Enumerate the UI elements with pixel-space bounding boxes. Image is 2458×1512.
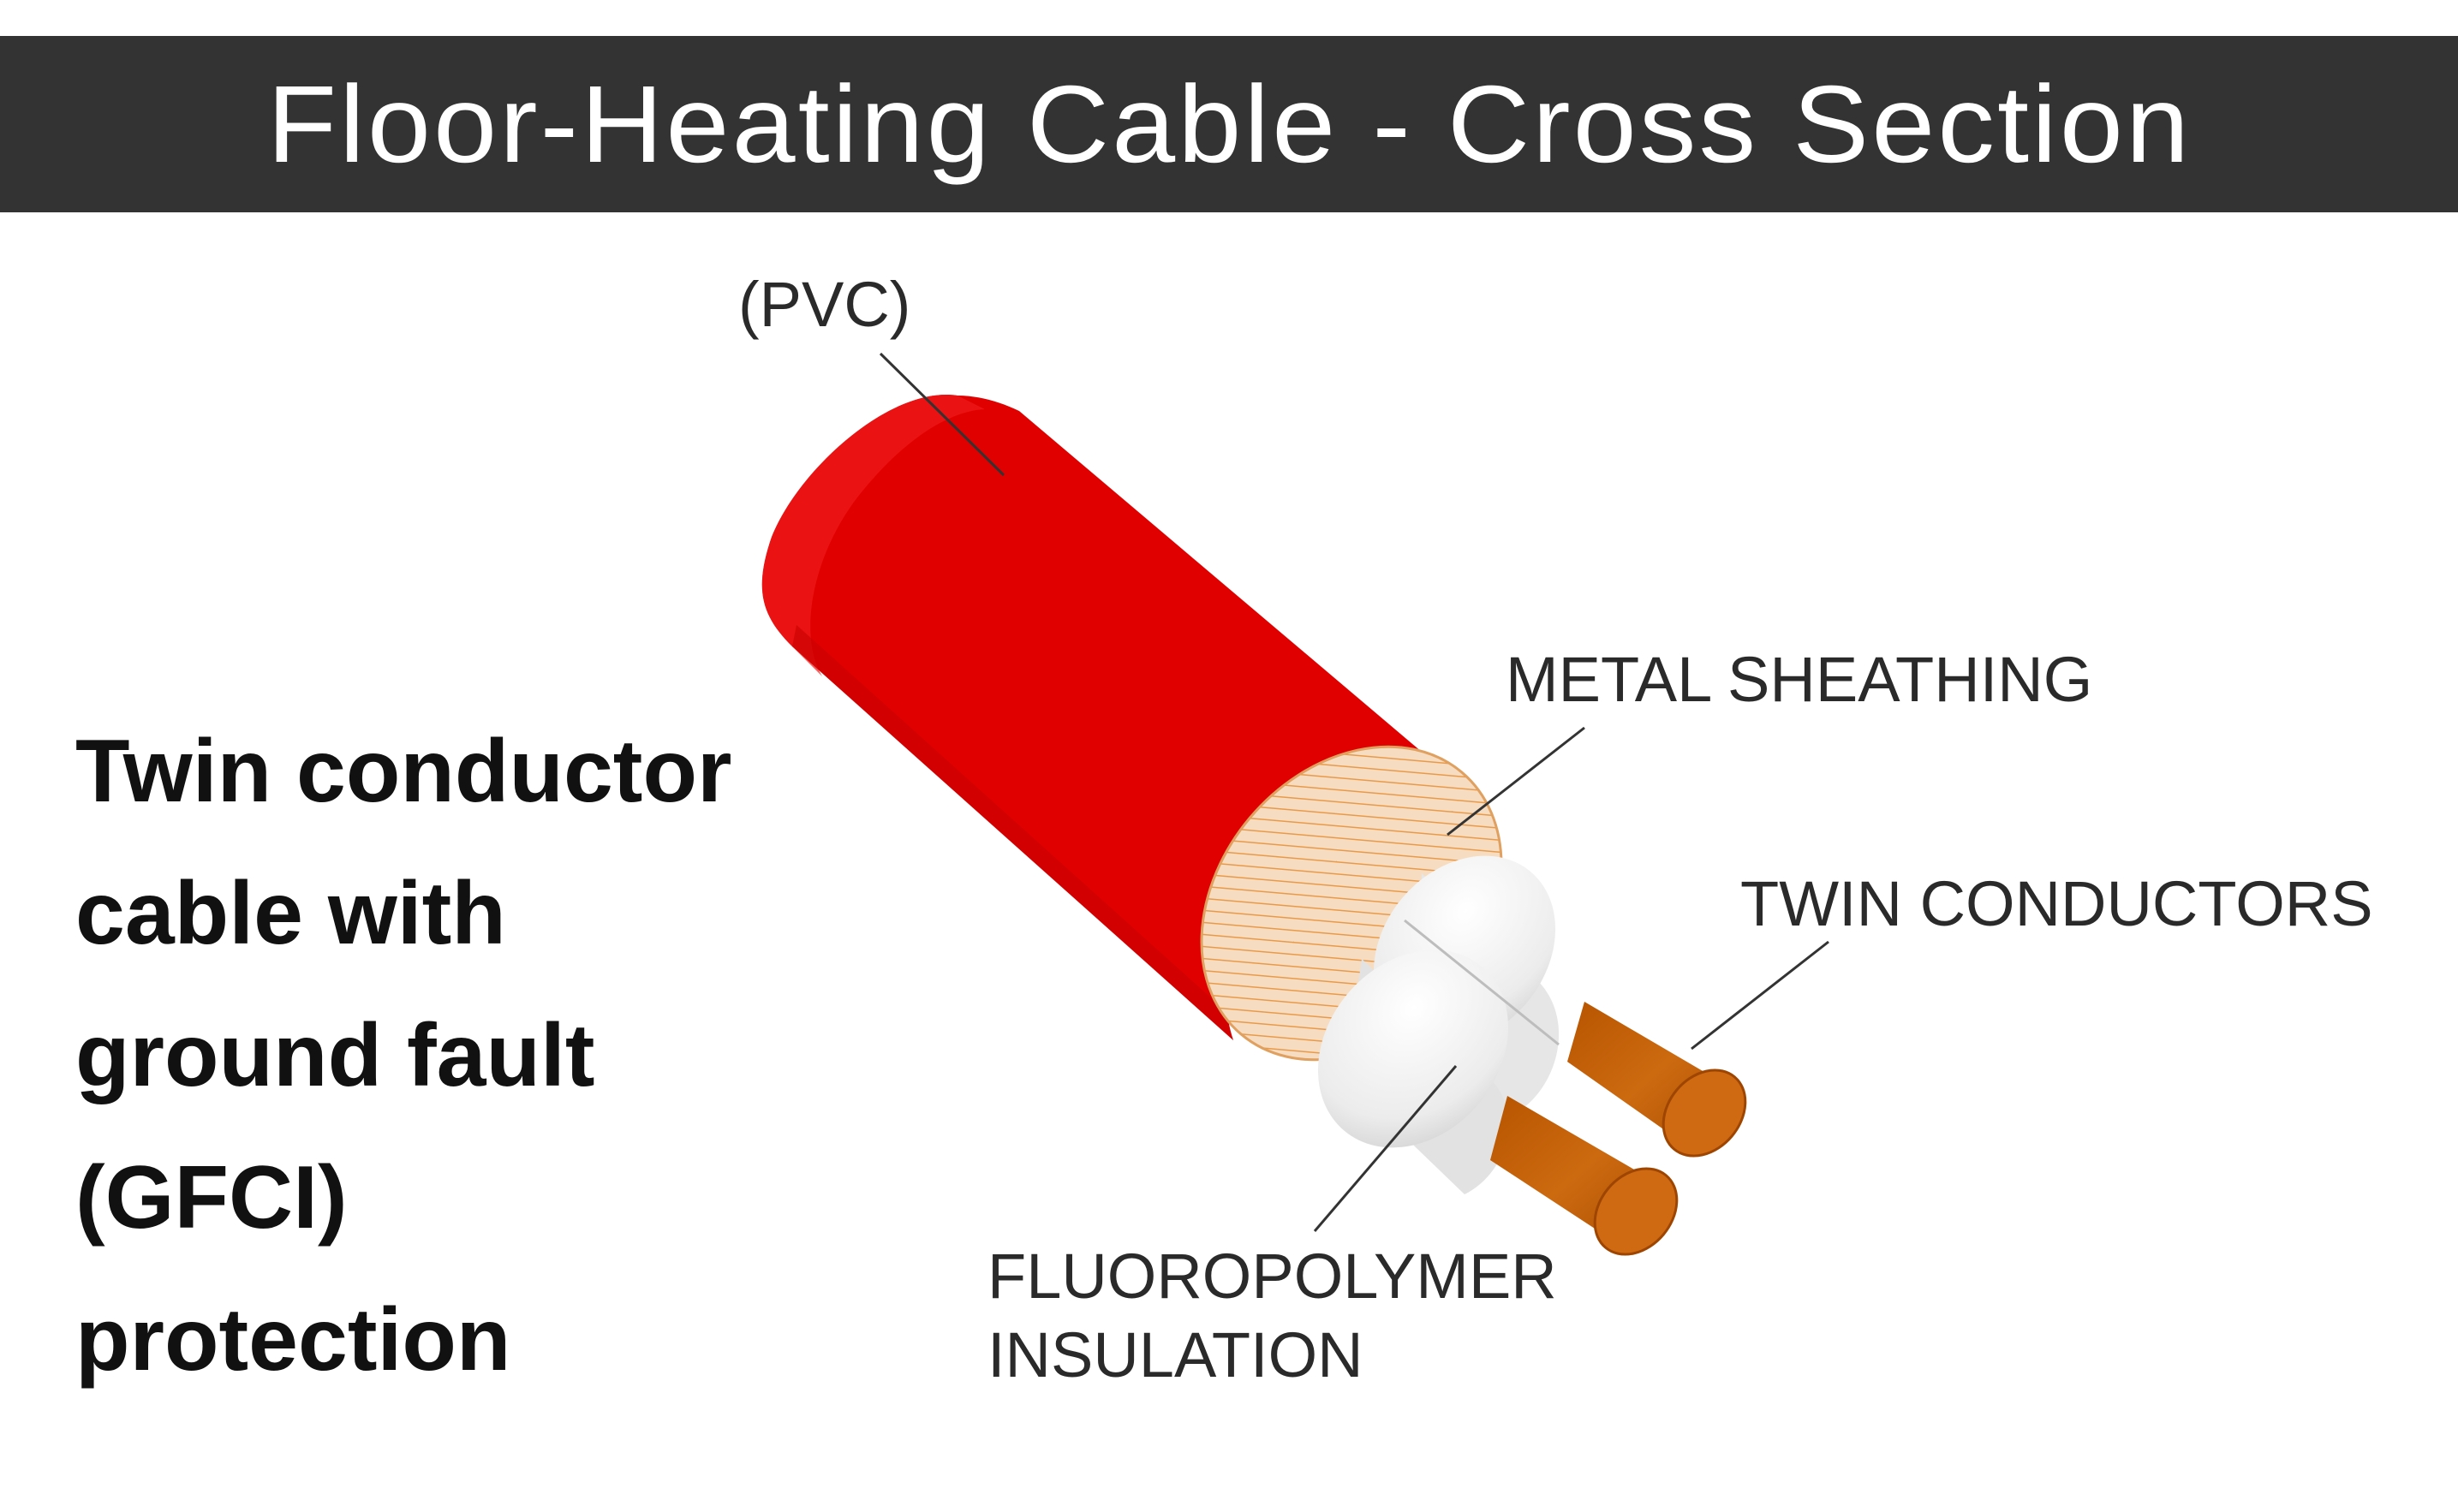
label-twin-conductors: TWIN CONDUCTORS (1740, 868, 2373, 939)
label-metal-sheathing: METAL SHEATHING (1506, 644, 2093, 715)
page-title: Floor-Heating Cable - Cross Section (266, 63, 2192, 186)
description-line: (GFCI) (75, 1148, 348, 1247)
twin-conductors (1490, 1002, 1747, 1256)
leader-insulation (1313, 1065, 1458, 1232)
leader-lines (879, 352, 1829, 1232)
title-bar: Floor-Heating Cable - Cross Section (0, 36, 2458, 212)
description-line: Twin conductor (75, 722, 732, 821)
label-pvc: (PVC) (738, 269, 911, 340)
label-insulation-line1: FLUOROPOLYMER (987, 1241, 1557, 1312)
label-insulation-line2: INSULATION (987, 1319, 1363, 1390)
description-line: ground fault (75, 1006, 595, 1105)
leader-metal-sheathing (1447, 726, 1585, 836)
leader-pvc (879, 352, 1005, 477)
leader-twin-conductors (1691, 940, 1829, 1051)
pvc-jacket (761, 395, 1456, 1040)
description-line: protection (75, 1290, 511, 1390)
cable-description: Twin conductor cable with ground fault (… (75, 700, 846, 1411)
fluoropolymer-insulation (1317, 855, 1560, 1194)
description-line: cable with (75, 864, 506, 963)
